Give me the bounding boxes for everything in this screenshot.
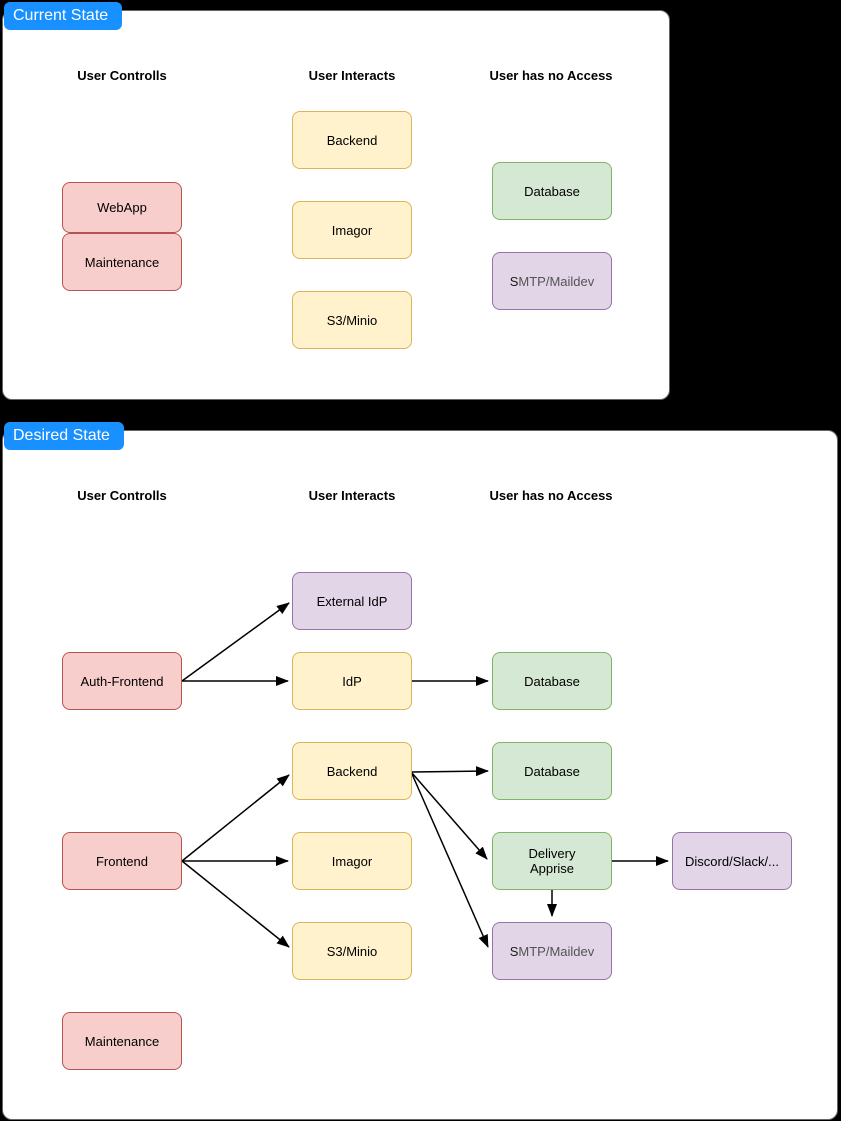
node-imagor-desired[interactable]: Imagor	[292, 832, 412, 890]
node-smtp-maildev-current[interactable]: SMTP/Maildev	[492, 252, 612, 310]
node-maintenance-desired-label: Maintenance	[84, 1033, 160, 1049]
node-smtp-maildev-current-label: SMTP/Maildev	[509, 273, 595, 289]
node-backend-desired[interactable]: Backend	[292, 742, 412, 800]
node-maintenance-desired[interactable]: Maintenance	[62, 1012, 182, 1070]
node-database-backend[interactable]: Database	[492, 742, 612, 800]
node-database-backend-label: Database	[524, 763, 580, 779]
node-imagor-current-label: Imagor	[331, 222, 373, 238]
node-s3-minio-desired[interactable]: S3/Minio	[292, 922, 412, 980]
edge-backend-to-smtp-maildev	[411, 773, 489, 948]
node-backend-current[interactable]: Backend	[292, 111, 412, 169]
node-frontend[interactable]: Frontend	[62, 832, 182, 890]
edge-backend-to-database	[411, 766, 489, 777]
edge-auth-frontend-to-external-idp	[181, 602, 290, 682]
node-delivery-apprise-label: Delivery Apprise	[528, 846, 576, 876]
current-state-tag[interactable]: Current State	[4, 2, 123, 30]
node-database-idp[interactable]: Database	[492, 652, 612, 710]
current-column-user-no-access: User has no Access	[489, 68, 613, 83]
node-frontend-label: Frontend	[95, 853, 149, 869]
current-column-user-controls: User Controlls	[77, 68, 167, 83]
node-delivery-apprise[interactable]: Delivery Apprise	[492, 832, 612, 890]
node-maintenance-current-label: Maintenance	[84, 254, 160, 270]
current-column-user-interacts: User Interacts	[308, 68, 396, 83]
node-s3-minio-current-label: S3/Minio	[326, 312, 378, 328]
node-auth-frontend-label: Auth-Frontend	[80, 673, 164, 689]
node-smtp-maildev-desired[interactable]: SMTP/Maildev	[492, 922, 612, 980]
node-imagor-current[interactable]: Imagor	[292, 201, 412, 259]
desired-state-tag[interactable]: Desired State	[4, 422, 124, 450]
node-external-idp[interactable]: External IdP	[292, 572, 412, 630]
desired-column-user-controls: User Controlls	[77, 488, 167, 503]
node-external-idp-label: External IdP	[316, 593, 388, 609]
node-smtp-maildev-desired-label: SMTP/Maildev	[509, 943, 595, 959]
node-database-idp-label: Database	[524, 673, 580, 689]
node-auth-frontend[interactable]: Auth-Frontend	[62, 652, 182, 710]
node-s3-minio-current[interactable]: S3/Minio	[292, 291, 412, 349]
current-state-panel: User Controlls User Interacts User has n…	[2, 10, 670, 400]
node-idp-label: IdP	[342, 673, 362, 689]
node-imagor-desired-label: Imagor	[331, 853, 373, 869]
edge-backend-to-delivery-apprise	[411, 772, 488, 860]
edge-frontend-to-s3-minio	[181, 860, 290, 948]
node-database-current-label: Database	[524, 183, 580, 199]
node-backend-desired-label: Backend	[326, 763, 378, 779]
desired-column-user-interacts: User Interacts	[308, 488, 396, 503]
node-s3-minio-desired-label: S3/Minio	[326, 943, 378, 959]
node-maintenance-current[interactable]: Maintenance	[62, 233, 182, 291]
node-webapp-label: WebApp	[97, 200, 147, 215]
node-backend-current-label: Backend	[326, 132, 378, 148]
node-discord-slack[interactable]: Discord/Slack/...	[672, 832, 792, 890]
desired-state-panel: User Controlls User Interacts User has n…	[2, 430, 838, 1120]
edge-frontend-to-backend	[181, 774, 290, 862]
node-database-current[interactable]: Database	[492, 162, 612, 220]
desired-column-user-no-access: User has no Access	[489, 488, 613, 503]
node-idp[interactable]: IdP	[292, 652, 412, 710]
node-discord-slack-label: Discord/Slack/...	[685, 853, 779, 869]
node-webapp[interactable]: WebApp	[62, 182, 182, 233]
